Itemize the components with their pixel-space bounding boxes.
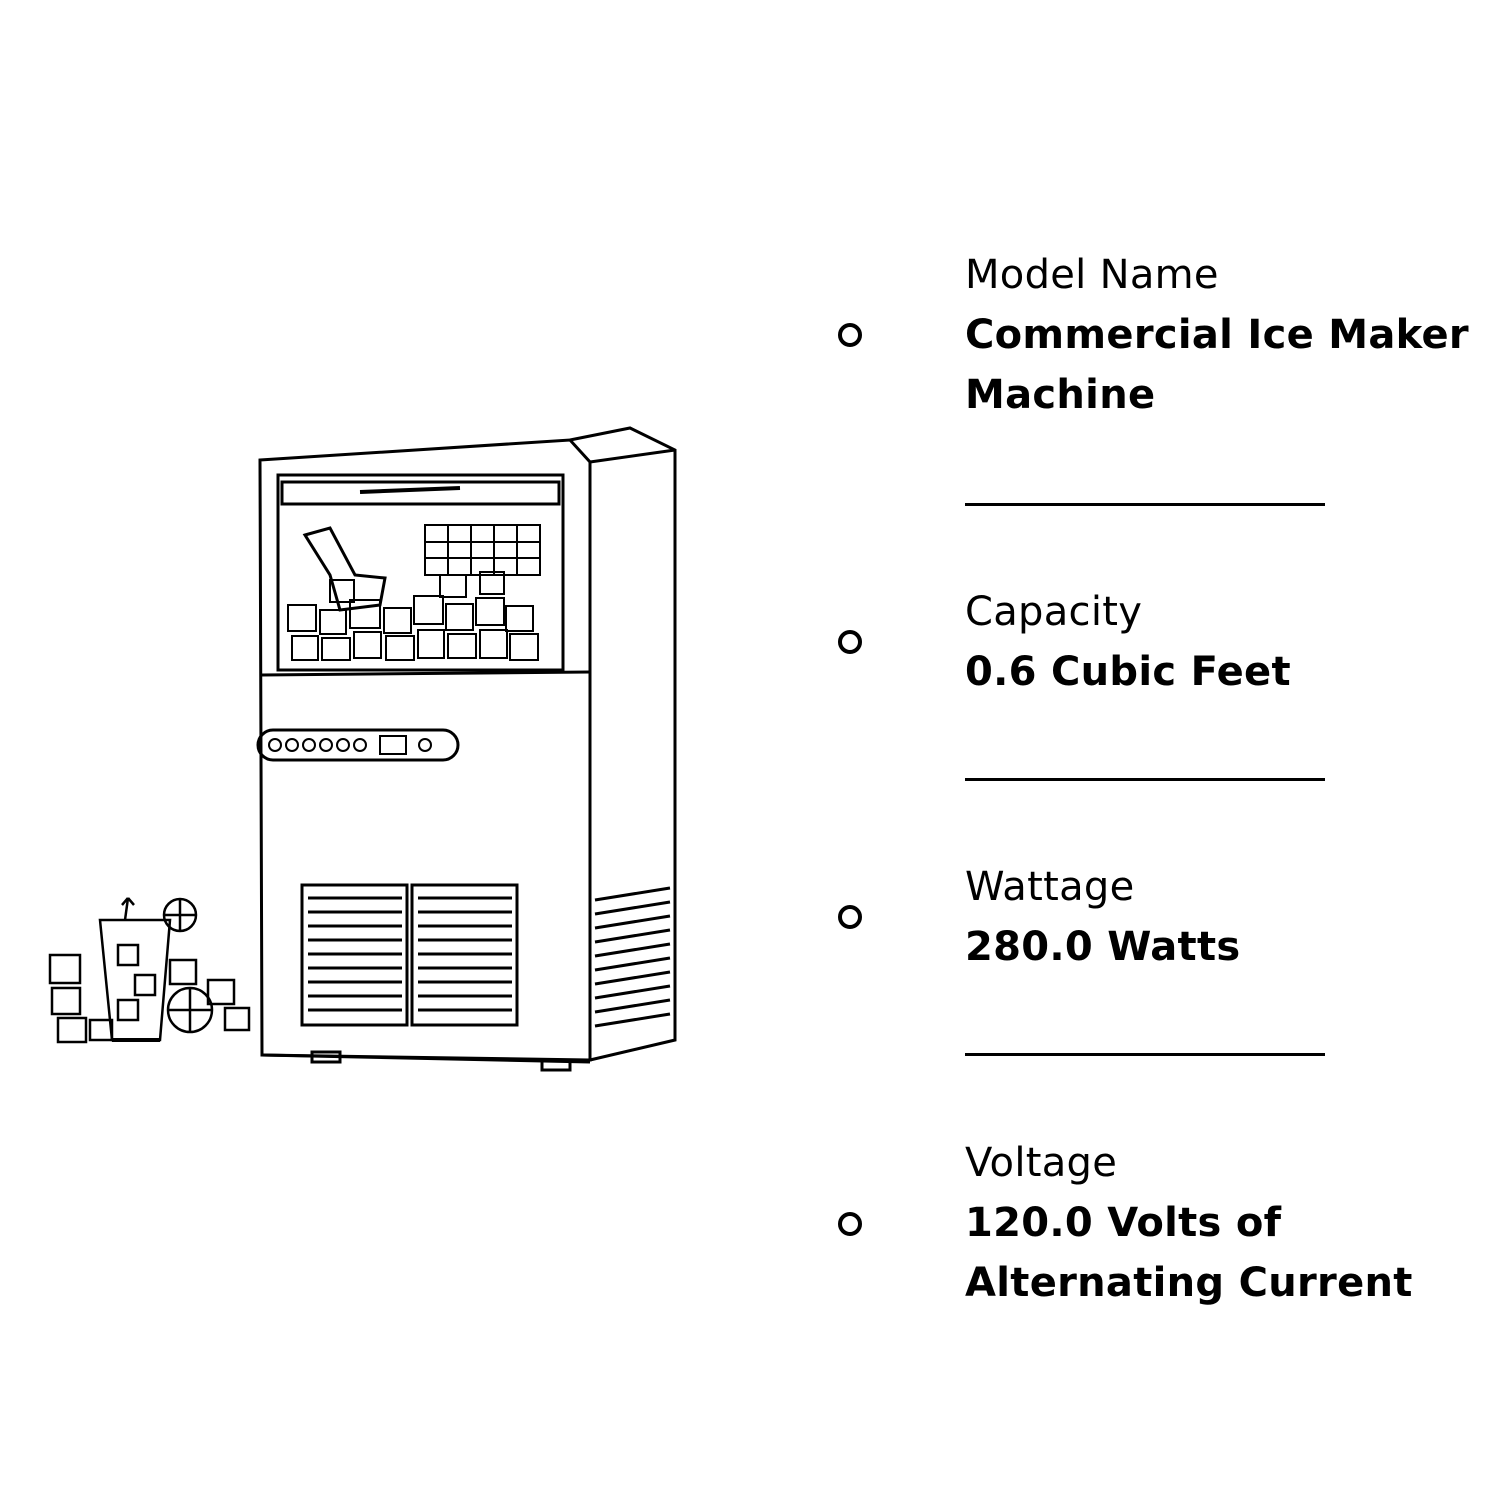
spec-value: 0.6 Cubic Feet <box>965 649 1291 695</box>
control-panel <box>256 728 460 762</box>
spec-wattage: Wattage 280.0 Watts <box>965 857 1485 977</box>
spec-label: Voltage <box>965 1140 1118 1186</box>
divider <box>965 1053 1325 1056</box>
circle-bullet-icon <box>838 1212 862 1236</box>
machine-front-panel <box>258 438 592 1062</box>
spec-value: 120.0 Volts of Alternating Current <box>965 1200 1413 1306</box>
spec-value: Commercial Ice Maker Machine <box>965 312 1469 418</box>
ice-maker-machine <box>48 426 677 1072</box>
circle-bullet-icon <box>838 630 862 654</box>
spec-voltage: Voltage 120.0 Volts of Alternating Curre… <box>965 1133 1485 1313</box>
ice-scoop <box>302 526 387 612</box>
circle-bullet-icon <box>838 323 862 347</box>
divider <box>965 503 1325 506</box>
spec-capacity: Capacity 0.6 Cubic Feet <box>965 582 1485 702</box>
spec-label: Wattage <box>965 864 1135 910</box>
cocktail-glass-with-ice <box>48 897 251 1044</box>
divider <box>965 778 1325 781</box>
product-illustration <box>30 400 710 1100</box>
bin-window <box>276 473 565 672</box>
spec-value: 280.0 Watts <box>965 924 1241 970</box>
circle-bullet-icon <box>838 905 862 929</box>
spec-label: Model Name <box>965 252 1219 298</box>
spec-label: Capacity <box>965 589 1143 635</box>
spec-model-name: Model Name Commercial Ice Maker Machine <box>965 245 1485 425</box>
